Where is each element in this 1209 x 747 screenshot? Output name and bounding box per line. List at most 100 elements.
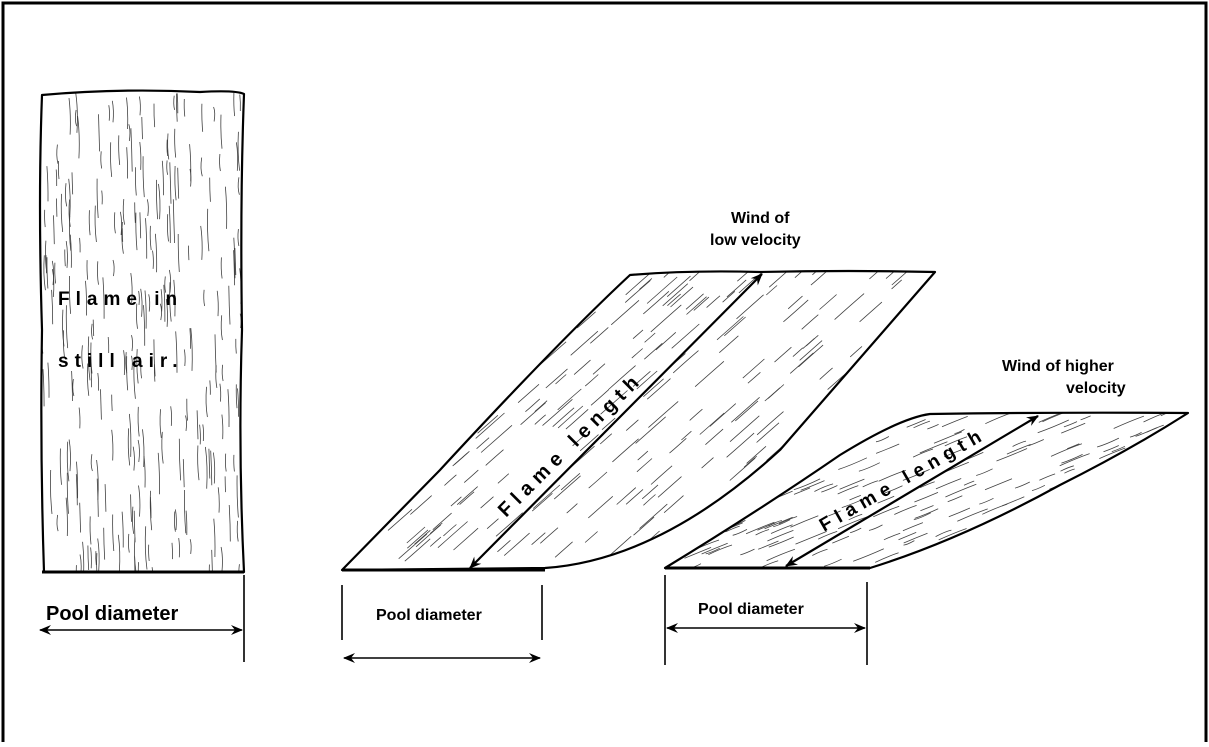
- hatch-stroke: [795, 438, 812, 445]
- hatch-stroke: [500, 324, 531, 351]
- hatch-stroke: [910, 391, 937, 414]
- hatch-stroke: [825, 414, 837, 419]
- hatch-stroke: [188, 246, 189, 261]
- hatch-stroke: [437, 300, 454, 315]
- hatch-stroke: [521, 274, 544, 294]
- hatch-stroke: [539, 317, 551, 328]
- hatch-stroke: [816, 409, 845, 434]
- hatch-stroke: [1130, 514, 1161, 527]
- hatch-stroke: [346, 319, 356, 328]
- hatch-stroke: [386, 480, 410, 501]
- hatch-stroke: [349, 494, 363, 506]
- hatch-stroke: [377, 266, 398, 284]
- hatch-stroke: [931, 551, 960, 563]
- hatch-stroke: [46, 255, 47, 273]
- hatch-stroke: [818, 421, 846, 445]
- hatch-stroke: [1179, 552, 1208, 564]
- hatch-stroke: [93, 320, 94, 336]
- pool-diameter-label-low: Pool diameter: [376, 607, 482, 624]
- hatch-stroke: [452, 331, 481, 357]
- hatch-stroke: [816, 418, 827, 422]
- pool-dimension-high: Pool diameter: [665, 575, 867, 665]
- hatch-stroke: [915, 406, 934, 414]
- hatch-stroke: [1145, 464, 1158, 469]
- hatch-stroke: [1031, 512, 1045, 518]
- hatch-stroke: [670, 528, 695, 550]
- pool-dimension-still: Pool diameter: [40, 575, 244, 662]
- hatch-stroke: [1046, 494, 1061, 500]
- hatch-stroke: [541, 301, 555, 313]
- hatch-stroke: [768, 479, 783, 492]
- hatch-stroke: [463, 269, 490, 293]
- hatch-stroke: [436, 251, 463, 275]
- hatch-stroke: [1048, 535, 1076, 547]
- flame-still-label-line1: Flame in: [58, 289, 183, 310]
- hatch-stroke: [376, 319, 389, 330]
- hatch-stroke: [1132, 450, 1158, 461]
- hatch-stroke: [345, 407, 361, 421]
- hatch-stroke: [411, 384, 432, 402]
- hatch-stroke: [669, 536, 699, 548]
- hatch-stroke: [1026, 511, 1057, 524]
- hatch-stroke: [367, 448, 398, 475]
- hatch-stroke: [932, 255, 959, 279]
- hatch-stroke: [422, 391, 435, 402]
- hatch-stroke: [362, 411, 385, 431]
- hatch-stroke: [775, 465, 798, 485]
- hatch-stroke: [682, 523, 696, 529]
- hatch-stroke: [1075, 546, 1087, 551]
- hatch-stroke: [481, 354, 493, 365]
- hatch-stroke: [346, 471, 376, 497]
- hatch-stroke: [999, 515, 1021, 524]
- hatch-stroke: [1020, 518, 1032, 523]
- hatch-stroke: [1159, 497, 1185, 507]
- wind-high-label-line1: Wind of higher: [1002, 358, 1114, 375]
- hatch-stroke: [1079, 485, 1091, 490]
- hatch-stroke: [767, 461, 792, 483]
- hatch-stroke: [486, 321, 502, 335]
- hatch-stroke: [1038, 497, 1049, 502]
- hatch-stroke: [365, 304, 392, 328]
- hatch-stroke: [432, 263, 452, 280]
- hatch-stroke: [903, 353, 919, 367]
- hatch-stroke: [1099, 538, 1123, 548]
- hatch-stroke: [951, 556, 972, 565]
- hatch-stroke: [922, 299, 950, 324]
- hatch-stroke: [391, 461, 417, 484]
- hatch-stroke: [1171, 470, 1194, 479]
- wind-low-label-line1: Wind of: [731, 210, 790, 227]
- hatch-stroke: [346, 430, 368, 450]
- hatch-stroke: [1117, 552, 1131, 558]
- hatch-stroke: [381, 272, 399, 288]
- hatch-stroke: [776, 471, 796, 479]
- hatch-stroke: [1085, 517, 1112, 528]
- hatch-stroke: [952, 554, 971, 562]
- hatch-stroke: [455, 327, 485, 353]
- hatch-stroke: [1026, 526, 1054, 538]
- hatch-stroke: [699, 526, 711, 531]
- hatch-stroke: [1156, 433, 1170, 439]
- hatch-stroke: [361, 311, 390, 337]
- wind-high-label-line2: velocity: [1066, 380, 1126, 397]
- hatch-stroke: [493, 290, 504, 300]
- hatch-stroke: [989, 535, 1018, 547]
- hatch-stroke: [497, 338, 512, 351]
- hatch-stroke: [1078, 506, 1106, 517]
- hatch-stroke: [1017, 560, 1038, 569]
- hatch-stroke: [381, 428, 409, 453]
- hatch-stroke: [928, 260, 943, 273]
- hatch-stroke: [1079, 520, 1093, 526]
- hatch-stroke: [828, 412, 841, 417]
- hatch-stroke: [1170, 519, 1201, 532]
- hatch-stroke: [372, 260, 384, 271]
- hatch-stroke: [1117, 514, 1136, 522]
- hatch-stroke: [1064, 497, 1078, 503]
- hatch-stroke: [529, 266, 553, 288]
- hatch-stroke: [660, 552, 671, 562]
- hatch-stroke: [784, 458, 808, 468]
- hatch-stroke: [381, 443, 397, 457]
- hatch-stroke: [698, 258, 711, 270]
- hatch-stroke: [867, 418, 880, 423]
- hatch-stroke: [997, 520, 1023, 531]
